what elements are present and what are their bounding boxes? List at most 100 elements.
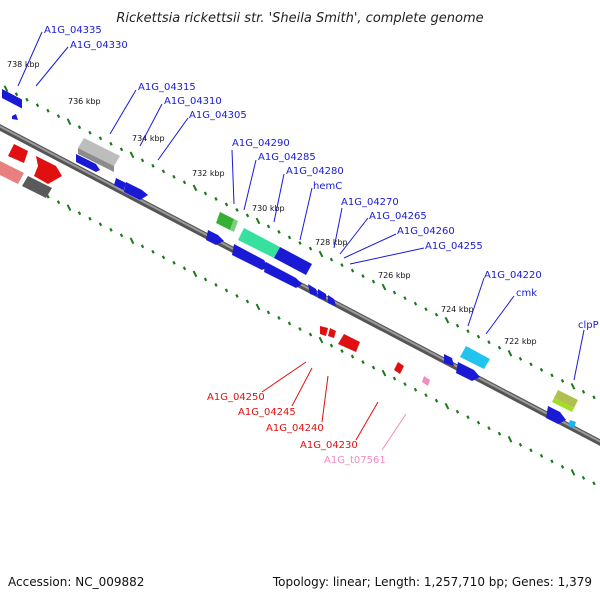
scale-tick-minor xyxy=(140,158,145,163)
gene-label[interactable]: A1G_04240 xyxy=(266,423,324,434)
scale-tick-minor xyxy=(35,103,40,108)
gene-arrow[interactable] xyxy=(318,289,326,300)
gene-label[interactable]: A1G_04330 xyxy=(70,40,128,51)
scale-tick-minor xyxy=(329,257,334,262)
scale-tick-minor xyxy=(77,211,82,216)
gene-label[interactable]: A1G_04230 xyxy=(300,440,358,451)
scale-ticks-upper xyxy=(3,85,596,400)
gene-feature[interactable] xyxy=(0,160,24,184)
gene-arrow[interactable] xyxy=(308,284,318,296)
scale-tick-minor xyxy=(403,382,407,387)
gene-feature[interactable] xyxy=(338,334,360,352)
gene-feature[interactable] xyxy=(274,247,312,275)
scale-label-722: 722 kbp xyxy=(504,337,537,346)
gene-arrow[interactable] xyxy=(328,328,336,338)
scale-tick-minor xyxy=(529,362,533,367)
leader-line xyxy=(355,401,379,441)
gene-label[interactable]: A1G_04250 xyxy=(207,392,265,403)
scale-tick-minor xyxy=(266,310,271,315)
gene-feature[interactable] xyxy=(2,89,22,109)
gene-arrow[interactable] xyxy=(320,326,328,336)
gene-feature[interactable] xyxy=(554,390,578,408)
leader-line xyxy=(467,277,485,327)
gene-feature[interactable] xyxy=(230,219,238,232)
gene-feature[interactable] xyxy=(460,346,490,369)
gene-label[interactable]: A1G_04260 xyxy=(397,226,455,237)
scale-label-734: 734 kbp xyxy=(132,134,165,143)
scale-tick-minor xyxy=(361,274,365,279)
scale-tick-minor xyxy=(455,409,460,414)
gene-arrow[interactable] xyxy=(394,362,404,374)
scale-tick-minor xyxy=(182,266,187,271)
scale-tick-minor xyxy=(172,260,176,265)
scale-tick-minor xyxy=(581,389,586,394)
gene-arrow[interactable] xyxy=(76,154,100,172)
gene-arrow[interactable] xyxy=(124,182,148,200)
scale-tick-minor xyxy=(340,349,344,353)
gene-label[interactable]: A1G_04265 xyxy=(369,211,427,222)
gene-arrow[interactable] xyxy=(12,114,18,120)
scale-tick-minor xyxy=(14,92,19,97)
gene-label[interactable]: A1G_04310 xyxy=(164,96,222,107)
gene-arrow[interactable] xyxy=(232,244,268,270)
gene-label[interactable]: A1G_04280 xyxy=(286,166,344,177)
scale-tick-minor xyxy=(434,398,439,403)
topology-summary: Topology: linear; Length: 1,257,710 bp; … xyxy=(272,575,592,589)
gene-label[interactable]: A1G_04290 xyxy=(232,138,290,149)
scale-tick-minor xyxy=(266,224,271,229)
gene-label[interactable]: A1G_04305 xyxy=(189,110,247,121)
gene-arrow[interactable] xyxy=(546,406,566,424)
gene-arrow[interactable] xyxy=(444,354,454,366)
gene-label[interactable]: A1G_04245 xyxy=(238,407,296,418)
scale-tick-minor xyxy=(371,279,376,284)
forward-label-leaders xyxy=(17,31,585,381)
gene-feature[interactable] xyxy=(34,156,62,184)
scale-label-736: 736 kbp xyxy=(68,97,101,106)
reverse-labels: A1G_04250 A1G_04245 A1G_04240 A1G_04230 xyxy=(207,392,358,451)
scale-tick-minor xyxy=(476,420,481,425)
scale-tick-major xyxy=(66,118,72,126)
scale-tick-minor xyxy=(224,202,229,207)
scale-tick-minor xyxy=(539,367,544,372)
gene-feature[interactable] xyxy=(78,138,120,166)
scale-tick-minor xyxy=(581,475,586,480)
gene-label[interactable]: hemC xyxy=(313,181,342,192)
trna-feature[interactable] xyxy=(422,376,430,386)
scale-label-732: 732 kbp xyxy=(192,169,225,178)
gene-label[interactable]: cmk xyxy=(516,288,537,299)
leader-line xyxy=(343,233,397,259)
gene-label[interactable]: A1G_04285 xyxy=(258,152,316,163)
gene-feature[interactable] xyxy=(8,144,28,163)
trna-label[interactable]: A1G_t07561 xyxy=(324,455,386,466)
gene-label[interactable]: A1G_04220 xyxy=(484,270,542,281)
gene-arrow[interactable] xyxy=(114,178,126,190)
scale-tick-major xyxy=(129,237,135,245)
gene-arrow[interactable] xyxy=(568,420,576,428)
scale-tick-minor xyxy=(487,426,491,431)
gene-label[interactable]: A1G_04270 xyxy=(341,197,399,208)
scale-tick-minor xyxy=(487,340,491,345)
gene-label[interactable]: A1G_04335 xyxy=(44,25,102,36)
scale-tick-major xyxy=(318,336,324,344)
scale-tick-minor xyxy=(109,227,113,232)
gene-arrow[interactable] xyxy=(456,362,480,381)
scale-label-728: 728 kbp xyxy=(315,238,348,247)
scale-tick-major xyxy=(507,349,513,357)
scale-tick-major xyxy=(192,184,198,192)
gene-feature[interactable] xyxy=(216,212,234,230)
gene-feature[interactable] xyxy=(238,228,280,258)
scale-tick-minor xyxy=(308,332,313,337)
gene-label[interactable]: A1G_04255 xyxy=(425,241,483,252)
gene-label[interactable]: A1G_04315 xyxy=(138,82,196,93)
scale-tick-minor xyxy=(529,448,533,453)
gene-arrow[interactable] xyxy=(206,230,224,245)
scale-tick-major xyxy=(381,369,387,377)
scale-tick-minor xyxy=(140,244,145,249)
leader-line xyxy=(485,295,515,335)
gene-arrow[interactable] xyxy=(328,295,336,306)
gene-arrow[interactable] xyxy=(264,262,302,288)
scale-tick-major xyxy=(570,468,576,476)
gene-label[interactable]: clpP xyxy=(578,320,599,331)
gene-feature[interactable] xyxy=(22,176,52,198)
gene-feature[interactable] xyxy=(552,398,574,412)
